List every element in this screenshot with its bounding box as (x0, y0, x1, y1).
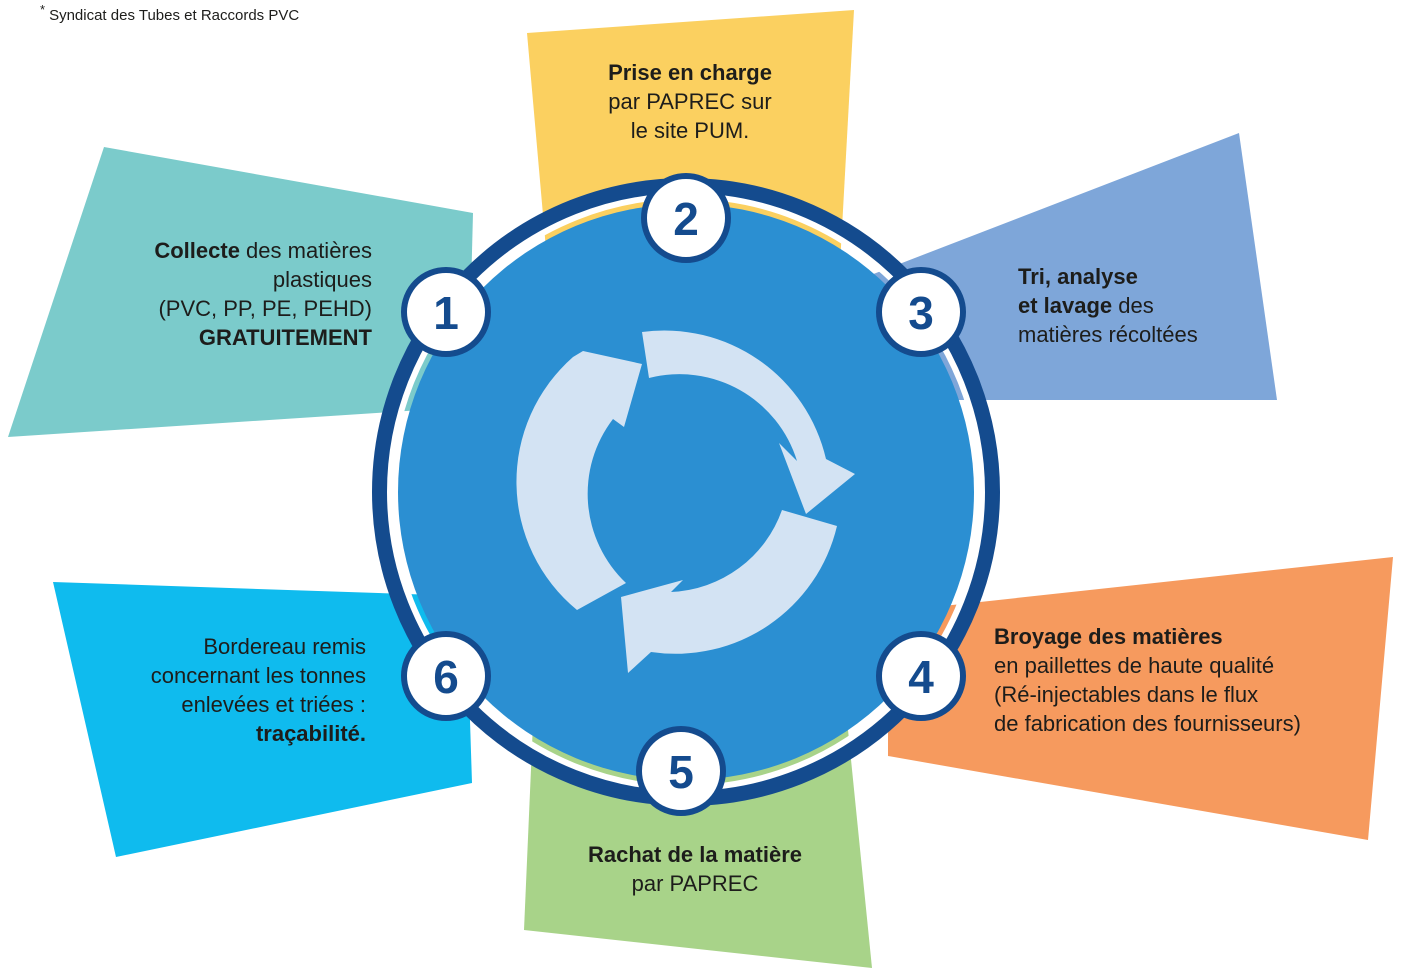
step-6-line-2: concernant les tonnes (150, 663, 366, 688)
step-5-line-1: par PAPREC (631, 871, 759, 896)
recycle-arrow-1 (642, 330, 855, 514)
badge-step-4: 4 (876, 631, 966, 721)
recycle-arrow-2 (621, 510, 837, 673)
panel-step-4 (888, 557, 1393, 840)
step-3-bold-2: et lavage (1018, 293, 1113, 318)
recycle-arrows-icon (516, 330, 855, 673)
badge-step-2: 2 (641, 173, 731, 263)
step-3-line-2: matières récoltées (1018, 322, 1198, 347)
step-1-bold: Collecte (154, 238, 240, 263)
step-2-line-1: par PAPREC sur (608, 89, 772, 114)
panel-step-1 (8, 147, 473, 437)
badge-step-5: 5 (636, 726, 726, 816)
step-1-line-1: des matières (239, 238, 372, 263)
step-2-line-2: le site PUM. (630, 118, 750, 143)
badge-number-6: 6 (433, 651, 459, 703)
step-2-text: Prise en charge par PAPREC sur le site P… (560, 58, 820, 145)
center-disc (398, 204, 974, 780)
step-6-line-3: enlevées et triées : (181, 692, 366, 717)
badge-number-2: 2 (673, 193, 699, 245)
step-3-bold: Tri, analyse (1018, 264, 1138, 289)
badge-number-5: 5 (668, 746, 694, 798)
step-3-text: Tri, analyse et lavage des matières réco… (1018, 262, 1278, 349)
panel-step-6 (53, 582, 472, 857)
step-1-bold-end: GRATUITEMENT (198, 325, 372, 350)
badge-step-3: 3 (876, 267, 966, 357)
step-6-bold-end: traçabilité. (255, 721, 366, 746)
step-1-line-2: plastiques (272, 267, 372, 292)
recycle-arrow-3 (516, 351, 642, 610)
step-6-text: Bordereau remis concernant les tonnes en… (70, 632, 366, 748)
step-4-bold: Broyage des matières (994, 624, 1223, 649)
footnote-mark: * (40, 2, 46, 17)
step-5-bold: Rachat de la matière (588, 842, 802, 867)
step-4-line-2: (Ré-injectables dans le flux (994, 682, 1259, 707)
badge-step-1: 1 (401, 267, 491, 357)
badge-number-4: 4 (908, 651, 934, 703)
step-3-line-1: des (1112, 293, 1154, 318)
footnote-text: Syndicat des Tubes et Raccords PVC (49, 7, 300, 24)
step-4-line-3: de fabrication des fournisseurs) (994, 711, 1301, 736)
badge-number-1: 1 (433, 287, 459, 339)
step-5-text: Rachat de la matière par PAPREC (530, 840, 860, 898)
footnote: *Syndicat des Tubes et Raccords PVC (40, 2, 299, 24)
step-4-line-1: en paillettes de haute qualité (994, 653, 1275, 678)
step-1-text: Collecte des matières plastiques (PVC, P… (60, 236, 372, 352)
step-2-bold: Prise en charge (608, 60, 772, 85)
step-6-line-1: Bordereau remis (203, 634, 366, 659)
step-4-text: Broyage des matières en paillettes de ha… (994, 622, 1374, 738)
badge-number-3: 3 (908, 287, 934, 339)
badge-step-6: 6 (401, 631, 491, 721)
step-1-line-3: (PVC, PP, PE, PEHD) (158, 296, 372, 321)
